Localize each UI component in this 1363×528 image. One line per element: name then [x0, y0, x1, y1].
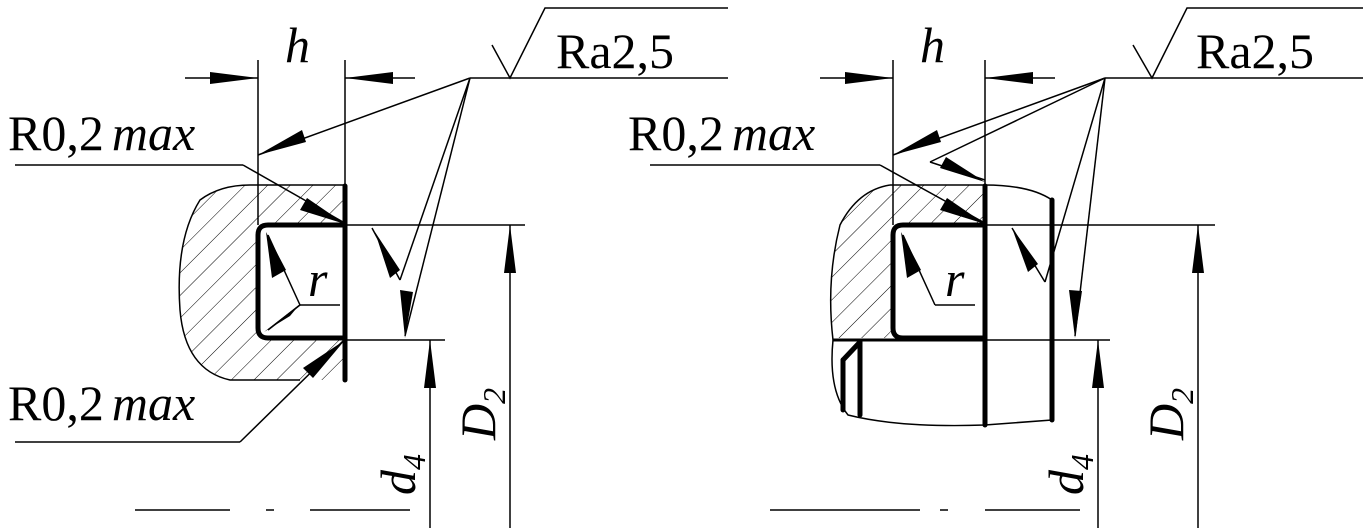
- left-groove-contour: [255, 222, 348, 341]
- right-fillet-label: r: [945, 251, 965, 307]
- right-hatched-section: [829, 184, 1053, 341]
- right-roughness-label: Ra2,5: [1196, 23, 1314, 79]
- left-D2-label: D2: [450, 388, 512, 441]
- right-D2-label: D2: [1138, 388, 1200, 441]
- right-d4-label: d4: [1038, 454, 1100, 495]
- left-roughness-label: Ra2,5: [556, 23, 674, 79]
- left-d4-label: d4: [370, 454, 432, 495]
- left-fillet-label: r: [308, 251, 328, 307]
- right-groove-contour: [890, 222, 988, 341]
- right-h-label: h: [920, 17, 945, 73]
- left-h-label: h: [285, 17, 310, 73]
